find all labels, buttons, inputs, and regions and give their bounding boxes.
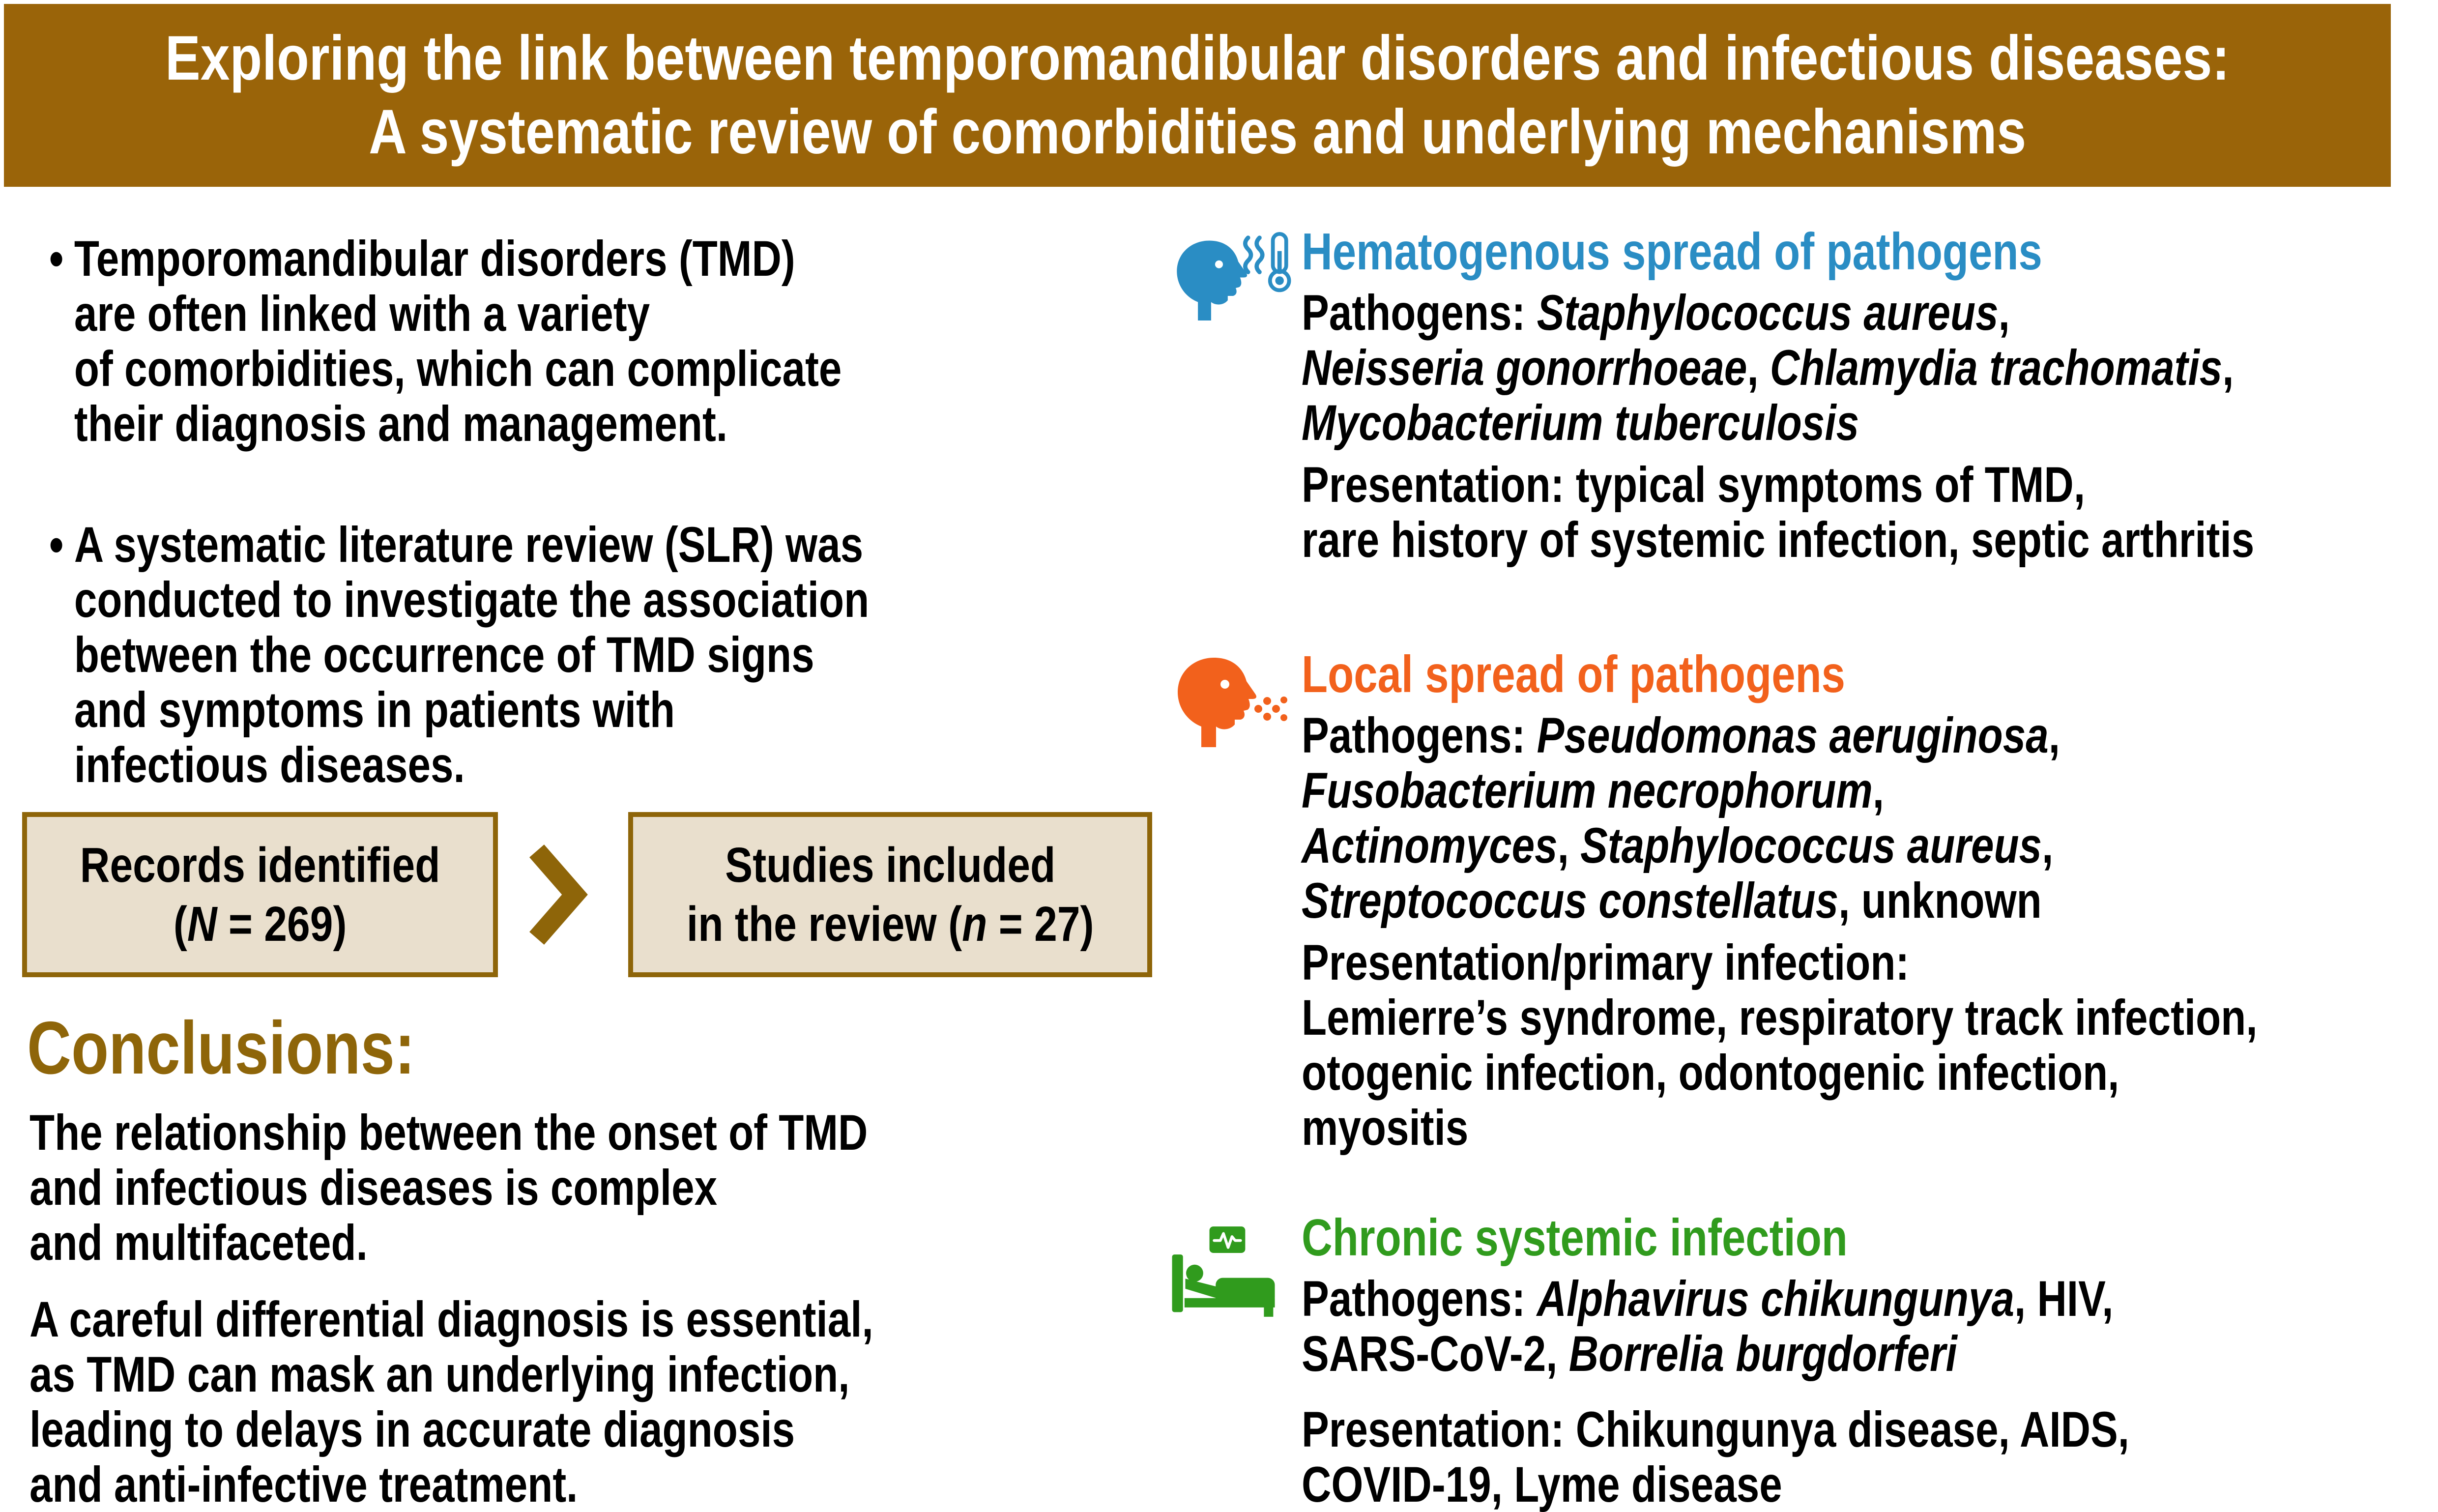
section-local-presentation: Presentation/primary infection: Lemierre… bbox=[1302, 934, 2258, 1156]
intro-bullet-2: • A systematic literature review (SLR) w… bbox=[49, 517, 869, 792]
section-local-heading: Local spread of pathogens bbox=[1302, 645, 1845, 703]
intro-bullet-1-text: Temporomandibular disorders (TMD) are of… bbox=[74, 231, 842, 452]
section-local-pathogens: Pathogens: Pseudomonas aeruginosa, Fusob… bbox=[1302, 707, 2061, 929]
head-fever-thermometer-icon bbox=[1170, 230, 1299, 330]
title-banner: Exploring the link between temporomandib… bbox=[4, 4, 2391, 187]
conclusions-paragraph-2: A careful differential diagnosis is esse… bbox=[29, 1291, 873, 1512]
section-hematogenous-pathogens: Pathogens: Staphylococcus aureus, Neisse… bbox=[1302, 285, 2234, 451]
section-chronic-pathogens: Pathogens: Alphavirus chikungunya, HIV, … bbox=[1302, 1271, 2114, 1382]
section-hematogenous-presentation: Presentation: typical symptoms of TMD, r… bbox=[1302, 457, 2255, 568]
section-chronic-presentation: Presentation: Chikungunya disease, AIDS,… bbox=[1302, 1401, 2130, 1512]
bullet-marker: • bbox=[49, 231, 64, 287]
records-identified-label: Records identified (N = 269) bbox=[80, 838, 440, 952]
section-hematogenous-heading: Hematogenous spread of pathogens bbox=[1302, 223, 2042, 281]
flow-arrow-icon bbox=[525, 843, 591, 948]
section-chronic: Chronic systemic infection Pathogens: Al… bbox=[1302, 1208, 2432, 1512]
conclusions-paragraph-1: The relationship between the onset of TM… bbox=[29, 1105, 868, 1271]
section-local: Local spread of pathogens Pathogens: Pse… bbox=[1302, 645, 2432, 1155]
studies-included-box: Studies included in the review (n = 27) bbox=[628, 812, 1152, 977]
head-cough-icon bbox=[1170, 650, 1303, 753]
page-title-line2: A systematic review of comorbidities and… bbox=[369, 97, 2026, 167]
page-title-line1: Exploring the link between temporomandib… bbox=[165, 23, 2230, 93]
studies-included-label: Studies included in the review (n = 27) bbox=[686, 838, 1094, 952]
records-identified-box: Records identified (N = 269) bbox=[22, 812, 498, 977]
conclusions-heading: Conclusions: bbox=[27, 1006, 415, 1090]
intro-bullet-1: • Temporomandibular disorders (TMD) are … bbox=[49, 231, 842, 451]
section-hematogenous: Hematogenous spread of pathogens Pathoge… bbox=[1302, 222, 2432, 567]
patient-bed-monitor-icon bbox=[1169, 1225, 1282, 1318]
bullet-marker: • bbox=[49, 517, 64, 573]
section-chronic-heading: Chronic systemic infection bbox=[1302, 1209, 1848, 1267]
intro-bullet-2-text: A systematic literature review (SLR) was… bbox=[74, 517, 870, 793]
